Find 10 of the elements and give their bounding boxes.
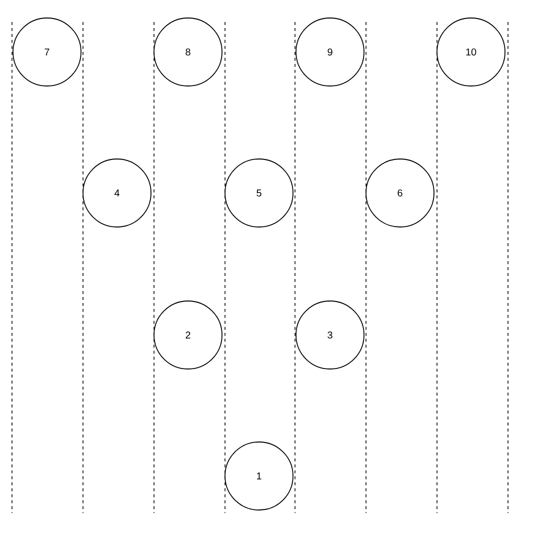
circle-node: 8 — [154, 18, 222, 86]
circle-node: 4 — [82, 158, 152, 228]
circle-node: 10 — [436, 18, 506, 86]
circle-node: 6 — [366, 158, 434, 228]
circle-node: 3 — [296, 300, 364, 370]
circle-node: 5 — [224, 158, 294, 228]
circle-node: 7 — [12, 18, 82, 86]
circle-node: 2 — [154, 300, 222, 370]
circle-node: 9 — [296, 18, 364, 86]
circle-node: 1 — [224, 442, 294, 510]
